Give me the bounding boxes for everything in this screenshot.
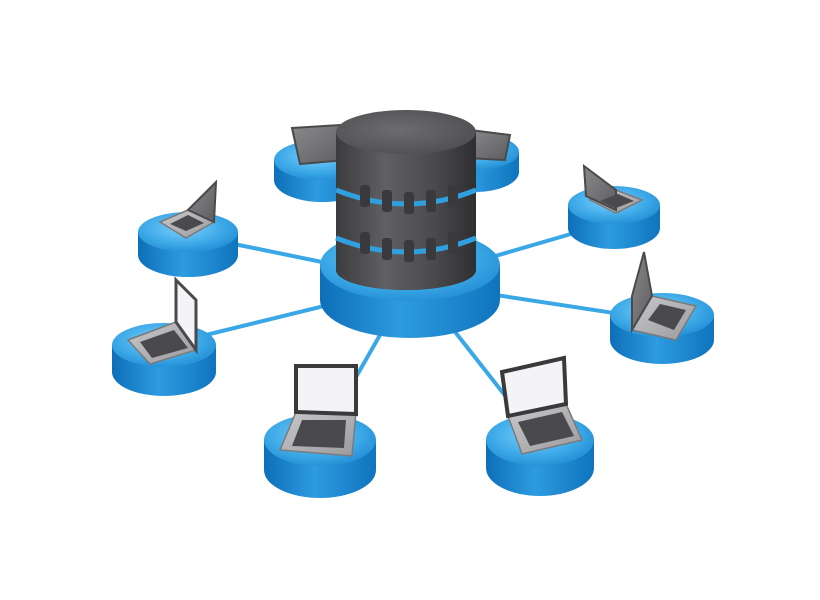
laptop-icon bbox=[126, 276, 198, 365]
central-database-hub bbox=[320, 110, 500, 338]
database-cylinder-icon bbox=[335, 110, 477, 290]
laptop-icon bbox=[158, 179, 218, 239]
laptop-icon bbox=[582, 163, 644, 214]
node-left-lower bbox=[112, 276, 216, 396]
node-bottom-right bbox=[486, 355, 594, 496]
laptop-icon bbox=[278, 364, 358, 457]
laptop-icon bbox=[630, 251, 698, 341]
node-bottom-left bbox=[264, 364, 376, 498]
laptop-icon bbox=[499, 355, 584, 455]
node-left-upper bbox=[138, 179, 238, 277]
node-right-upper bbox=[568, 163, 660, 249]
node-right-lower bbox=[610, 251, 714, 364]
